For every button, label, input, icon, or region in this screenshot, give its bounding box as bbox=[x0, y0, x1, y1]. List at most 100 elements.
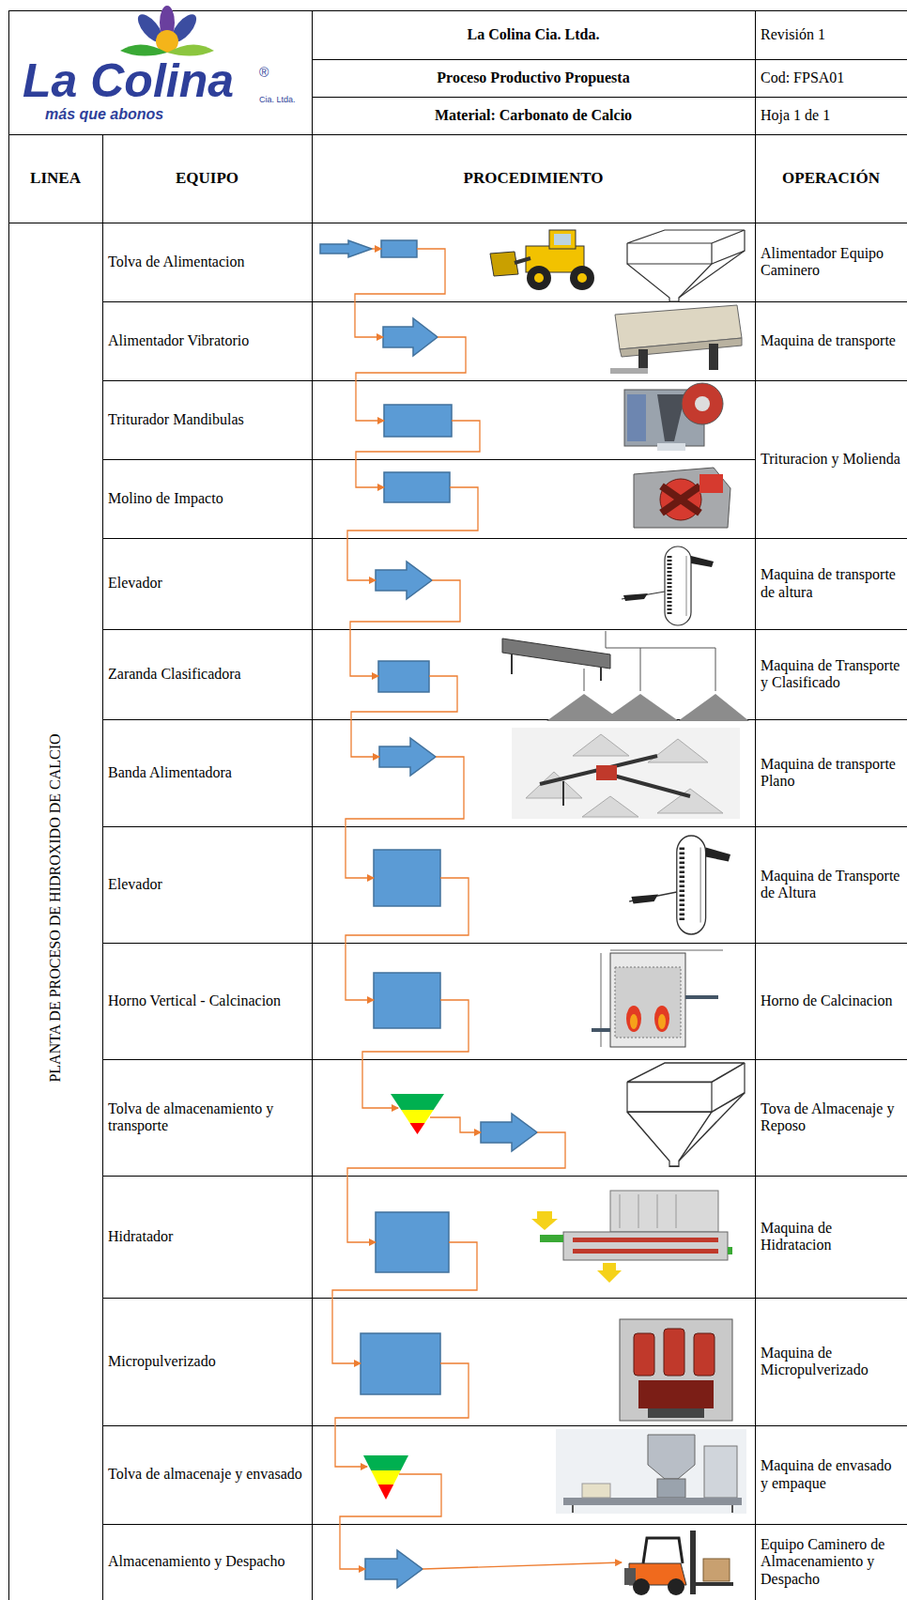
equipment-cell: Molino de Impacto bbox=[102, 459, 312, 539]
equipment-cell: Micropulverizado bbox=[102, 1297, 312, 1426]
operation-cell-text: Alimentador Equipo Caminero bbox=[760, 245, 902, 280]
equipment-cell-text: Tolva de almacenaje y envasado bbox=[107, 1465, 303, 1483]
column-header: EQUIPO bbox=[102, 134, 312, 223]
equipment-cell-text: Hidratador bbox=[107, 1228, 173, 1246]
header-field-text: Revisión 1 bbox=[760, 26, 826, 44]
micropulverizer bbox=[619, 1319, 733, 1421]
operation-cell-text: Equipo Caminero de Almacenamiento y Desp… bbox=[760, 1536, 902, 1588]
operation-cell-text: Maquina de envasado y empaque bbox=[760, 1457, 902, 1492]
hydrator-machine bbox=[531, 1190, 733, 1283]
bucket-elevator bbox=[621, 546, 714, 626]
equipment-cell: Hidratador bbox=[102, 1175, 312, 1298]
equipment-cell: Triturador Mandibulas bbox=[102, 380, 312, 460]
slogan: más que abonos bbox=[45, 105, 271, 124]
operation-cell-text: Maquina de Transporte de Altura bbox=[760, 867, 902, 903]
operation-cell: Maquina de Transporte y Clasificado bbox=[754, 629, 907, 720]
process-symbols bbox=[320, 240, 538, 1588]
equipment-cell-text: Elevador bbox=[107, 574, 163, 592]
header-field: Cod: FPSA01 bbox=[754, 59, 907, 97]
operation-cell: Maquina de transporte Plano bbox=[754, 719, 907, 827]
operation-cell: Maquina de Transporte de Altura bbox=[754, 826, 907, 943]
hopper-drawing bbox=[627, 1062, 745, 1167]
registered-mark: ® bbox=[259, 63, 282, 81]
equipment-cell: Banda Alimentadora bbox=[102, 719, 312, 827]
operation-cell-text: Tova de Almacenaje y Reposo bbox=[760, 1100, 902, 1136]
jaw-crusher bbox=[624, 383, 723, 451]
storage-triangle bbox=[363, 1093, 445, 1500]
forklift bbox=[624, 1530, 734, 1596]
operation-cell-text: Trituracion y Molienda bbox=[760, 450, 901, 468]
logo-flower bbox=[120, 5, 215, 57]
header-field: Revisión 1 bbox=[754, 10, 907, 60]
operation-cell: Maquina de Hidratacion bbox=[754, 1175, 907, 1298]
header-field-text: Hoja 1 de 1 bbox=[760, 107, 831, 124]
equipment-cell-text: Tolva de almacenamiento y transporte bbox=[107, 1100, 307, 1136]
operation-cell-text: Maquina de transporte Plano bbox=[760, 755, 902, 791]
column-header: PROCEDIMIENTO bbox=[311, 134, 755, 223]
equipment-cell: Alimentador Vibratorio bbox=[102, 301, 312, 381]
equipment-cell: Horno Vertical - Calcinacion bbox=[102, 942, 312, 1060]
operation-cell: Alimentador Equipo Caminero bbox=[754, 222, 907, 302]
line-name: PLANTA DE PROCESO DE HIDROXIDO DE CALCIO bbox=[44, 691, 67, 1124]
column-header-text: EQUIPO bbox=[175, 169, 239, 188]
equipment-cell: Elevador bbox=[102, 538, 312, 630]
equipment-cell-text: Molino de Impacto bbox=[107, 490, 224, 508]
header-text: Proceso Productivo Propuesta bbox=[311, 59, 755, 97]
table-grid bbox=[8, 10, 907, 1600]
operation-cell-text: Maquina de transporte bbox=[760, 332, 896, 350]
company-suffix: Cia. Ltda. bbox=[259, 93, 325, 106]
equipment-cell-text: Alimentador Vibratorio bbox=[107, 332, 249, 350]
equipment-cell: Tolva de almacenaje y envasado bbox=[102, 1425, 312, 1524]
header-text-text: Material: Carbonato de Calcio bbox=[434, 107, 632, 124]
slogan-text: más que abonos bbox=[45, 106, 164, 123]
header-text: Material: Carbonato de Calcio bbox=[311, 96, 755, 135]
operation-cell: Maquina de transporte bbox=[754, 301, 907, 381]
column-header: LINEA bbox=[8, 134, 103, 223]
equipment-cell-text: Zaranda Clasificadora bbox=[107, 665, 242, 683]
impact-mill bbox=[633, 467, 731, 528]
column-header: OPERACIÓN bbox=[754, 134, 907, 223]
equipment-cell-text: Elevador bbox=[107, 876, 163, 893]
equipment-cell: Elevador bbox=[102, 826, 312, 943]
packing-machine bbox=[555, 1429, 747, 1514]
equipment-cell-text: Horno Vertical - Calcinacion bbox=[107, 992, 281, 1010]
company-suffix-text: Cia. Ltda. bbox=[259, 94, 296, 105]
equipment-cell: Tolva de Alimentacion bbox=[102, 222, 312, 302]
logo-text-text: La Colina bbox=[22, 58, 234, 104]
operation-cell-text: Maquina de transporte de altura bbox=[760, 566, 902, 601]
operation-cell: Maquina de Micropulverizado bbox=[754, 1297, 907, 1426]
header-text: La Colina Cia. Ltda. bbox=[311, 10, 755, 60]
equipment-cell-text: Almacenamiento y Despacho bbox=[107, 1552, 285, 1570]
flow-line bbox=[332, 248, 622, 1569]
operation-cell-text: Maquina de Micropulverizado bbox=[760, 1344, 902, 1380]
hopper-drawing bbox=[627, 230, 745, 302]
conveyor-picture bbox=[511, 727, 740, 819]
operation-cell: Tova de Almacenaje y Reposo bbox=[754, 1059, 907, 1176]
header-text-text: La Colina Cia. Ltda. bbox=[467, 26, 600, 44]
equipment-cell-text: Micropulverizado bbox=[107, 1352, 216, 1370]
operation-cell: Equipo Caminero de Almacenamiento y Desp… bbox=[754, 1523, 907, 1600]
vertical-kiln bbox=[591, 950, 723, 1047]
wheel-loader bbox=[490, 230, 595, 291]
vibrating-feeder bbox=[610, 305, 742, 374]
equipment-cell: Almacenamiento y Despacho bbox=[102, 1523, 312, 1600]
column-header-text: PROCEDIMIENTO bbox=[463, 169, 604, 188]
operation-cell: Maquina de transporte de altura bbox=[754, 538, 907, 630]
operation-cell: Maquina de envasado y empaque bbox=[754, 1425, 907, 1524]
logo-text: La Colina bbox=[22, 58, 258, 104]
bucket-elevator bbox=[629, 835, 731, 935]
classifying-screen bbox=[502, 630, 750, 722]
column-header-text: LINEA bbox=[30, 169, 81, 188]
operation-cell: Trituracion y Molienda bbox=[754, 380, 907, 539]
header-text-text: Proceso Productivo Propuesta bbox=[436, 69, 630, 87]
header-field-text: Cod: FPSA01 bbox=[760, 69, 845, 87]
column-header-text: OPERACIÓN bbox=[782, 169, 880, 188]
equipment-cell-text: Tolva de Alimentacion bbox=[107, 253, 246, 271]
operation-cell-text: Horno de Calcinacion bbox=[760, 992, 892, 1010]
operation-cell: Horno de Calcinacion bbox=[754, 942, 907, 1060]
header-field: Hoja 1 de 1 bbox=[754, 96, 907, 135]
equipment-cell: Tolva de almacenamiento y transporte bbox=[102, 1059, 312, 1176]
equipment-cell-text: Triturador Mandibulas bbox=[107, 411, 245, 429]
equipment-cell-text: Banda Alimentadora bbox=[107, 764, 232, 782]
registered-mark-text: ® bbox=[259, 64, 269, 80]
